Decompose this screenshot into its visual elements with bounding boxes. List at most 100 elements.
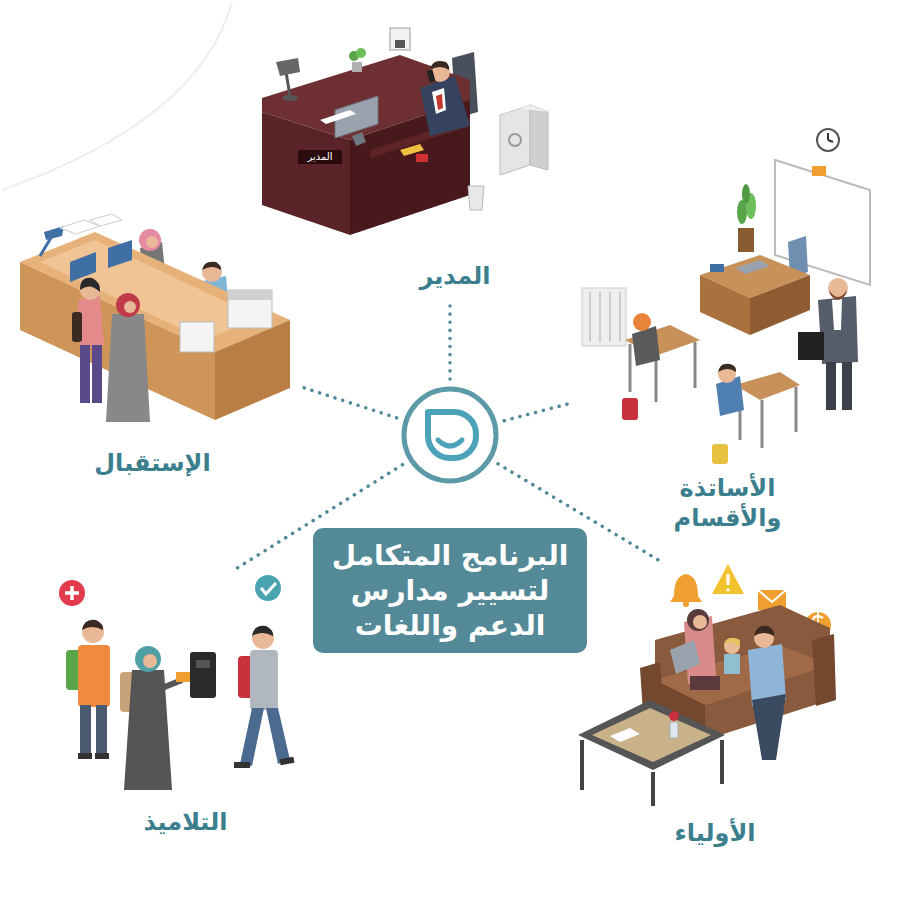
rect-shape (95, 753, 109, 759)
line-shape (651, 772, 655, 806)
line-shape (609, 292, 611, 342)
rect-shape (80, 345, 90, 403)
hub-node: البرنامج المتكامل لتسيير مدارس الدعم وال… (300, 385, 600, 685)
polygon-shape (735, 260, 770, 274)
polygon-shape (108, 240, 132, 268)
line-shape (70, 586, 74, 600)
hub-logo (404, 389, 496, 481)
rect-shape (352, 62, 362, 72)
rect-shape (826, 362, 836, 410)
polygon-shape (90, 214, 122, 226)
line-shape (795, 387, 798, 432)
line-shape (619, 292, 621, 342)
circle-shape (356, 48, 366, 58)
rect-shape (250, 650, 278, 710)
polygon-shape (712, 564, 744, 594)
rect-shape (812, 166, 826, 176)
path-shape (438, 440, 462, 446)
polyline-shape (261, 583, 276, 594)
rect-shape (180, 322, 214, 352)
line-shape (727, 574, 730, 585)
polygon-shape (832, 299, 842, 330)
rect-shape (395, 40, 405, 48)
line-shape (720, 740, 724, 784)
station-label: الإستقبال (94, 448, 210, 478)
polygon-shape (812, 634, 836, 706)
path-shape (718, 364, 736, 372)
polygon-shape (436, 94, 443, 110)
ellipse-shape (282, 95, 298, 101)
rect-shape (92, 345, 102, 403)
path-shape (80, 278, 100, 292)
polygon-shape (700, 275, 750, 335)
dotted-connector (448, 299, 452, 379)
circle-shape (139, 229, 161, 251)
circle-shape (687, 609, 709, 631)
dotted-connector (299, 386, 397, 418)
circle-shape (146, 236, 158, 248)
polygon-shape (320, 110, 356, 124)
circle-shape (143, 654, 157, 668)
rect-shape (298, 150, 342, 164)
circle-shape (633, 313, 651, 331)
polygon-shape (775, 160, 870, 285)
title-box: البرنامج المتكامل لتسيير مدارس الدعم وال… (313, 528, 587, 653)
polygon-shape (578, 700, 725, 770)
path-shape (430, 61, 449, 70)
rect-shape (670, 722, 678, 738)
path-shape (670, 574, 702, 602)
rect-shape (690, 676, 720, 690)
station-label: المدير (419, 261, 490, 291)
circle-shape (59, 580, 85, 606)
path-shape (829, 290, 847, 300)
polygon-shape (276, 58, 300, 76)
polygon-shape (500, 105, 548, 115)
line-shape (286, 72, 290, 96)
polygon-shape (352, 132, 366, 146)
polyline-shape (758, 590, 786, 602)
station-node: التلاميذ (50, 570, 295, 845)
faint-curve (2, 2, 232, 190)
rect-shape (622, 398, 638, 420)
rect-shape (80, 705, 91, 755)
rect-shape (228, 290, 272, 328)
circle-shape (724, 638, 740, 654)
desk-plate-text: المدير (298, 150, 342, 164)
rect-shape (798, 332, 824, 360)
line-shape (599, 292, 601, 342)
circle-shape (135, 646, 161, 672)
station-node: الإستقبال (10, 205, 295, 480)
circle-shape (726, 588, 729, 591)
circle-shape (255, 575, 281, 601)
reception-scene (20, 214, 290, 422)
path-shape (724, 638, 740, 646)
polygon-shape (215, 320, 290, 420)
dotted-connector (504, 403, 571, 421)
rect-shape (78, 753, 92, 759)
line-shape (827, 133, 829, 140)
station-node: الأساتذة والأقسام (575, 115, 880, 535)
rect-shape (234, 762, 250, 768)
polygon-shape (610, 728, 640, 742)
polygon-shape (750, 275, 810, 335)
director-scene (262, 28, 548, 235)
rect-shape (738, 228, 754, 252)
circle-shape (124, 301, 136, 313)
circle-shape (669, 711, 679, 721)
polygon-shape (592, 708, 711, 762)
polygon-shape (530, 105, 548, 170)
circle-shape (202, 262, 222, 282)
rect-shape (416, 154, 428, 162)
station-node: الأولياء (570, 565, 840, 850)
station-label: الأساتذة والأقسام (658, 473, 798, 533)
path-shape (468, 186, 484, 210)
line-shape (655, 356, 658, 402)
rect-shape (190, 652, 216, 698)
station-label: التلاميذ (144, 807, 228, 837)
circle-shape (509, 134, 521, 146)
station-node: المدير (250, 15, 550, 295)
parents-scene (578, 564, 836, 806)
line-shape (580, 740, 584, 790)
title-text: البرنامج المتكامل لتسيير مدارس الدعم وال… (325, 538, 575, 643)
path-shape (106, 314, 150, 422)
